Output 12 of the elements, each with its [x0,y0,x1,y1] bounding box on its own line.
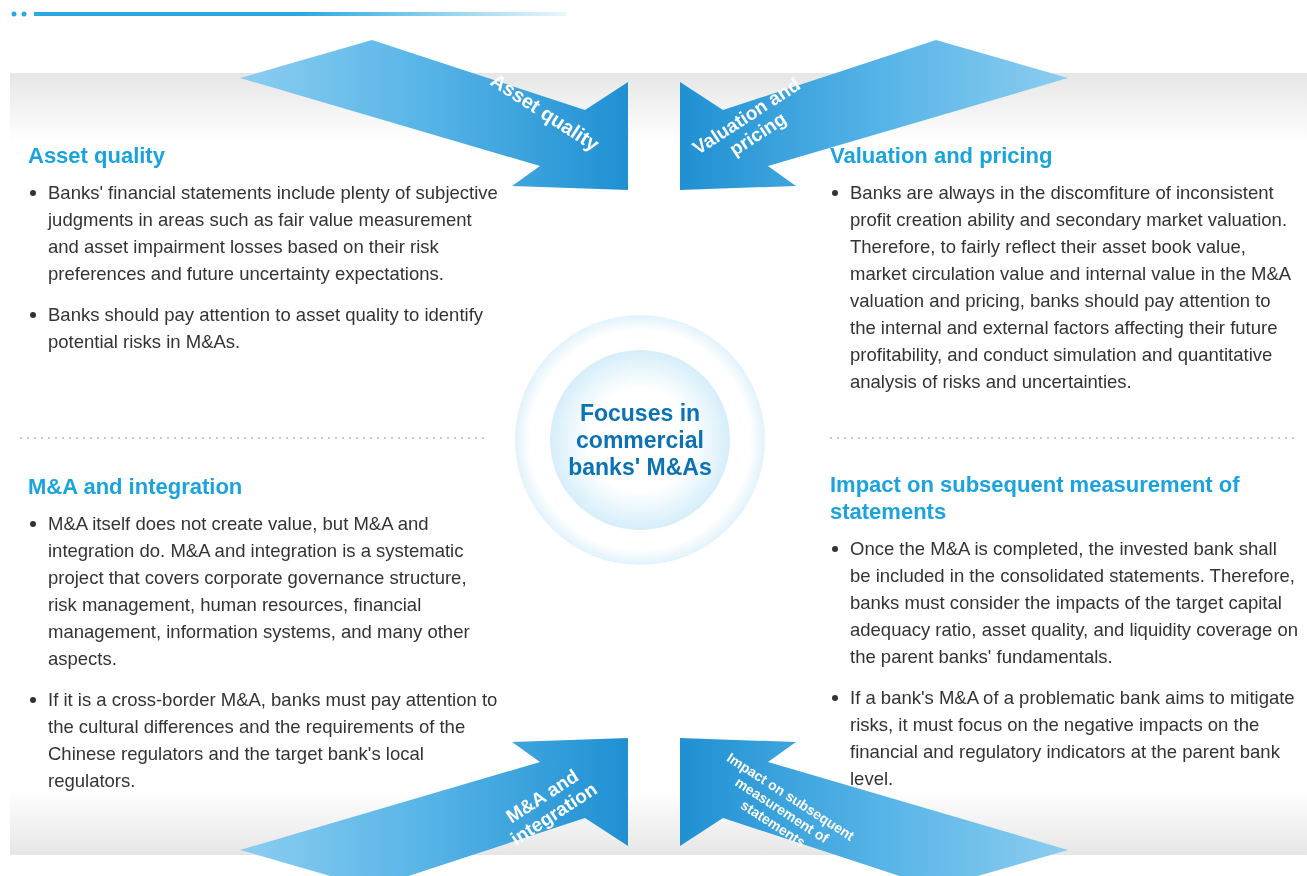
section-heading: Impact on subsequent measurement of statements [830,471,1241,525]
bullet-text: Banks are always in the discomfiture of inconsistent profit creation ability and secondary market valuation. Therefore, to fairly reflect their asset book value, market circulation value and internal value in the M&A valuation and pricing, banks should pay attention to the internal and external factors affecting their future profitability, and conduct simulation and quantitative analysis of risks and uncertainties. [850,182,1291,392]
bullet-text: Banks' financial statements include plenty of subjective judgments in areas such as fair value measurement and asset impairment losses based on their risk preferences and future uncertainty expectations. [48,182,498,284]
bullet-text: Banks should pay attention to asset quality to identify potential risks in M&As. [48,304,484,352]
center-label: Focuses in commercial banks' M&As [550,350,730,530]
section-heading: Asset quality [28,142,166,169]
bullet-text: If it is a cross-border M&A, banks must pay attention to the cultural differences and the requirements of the Chinese regulators and the target bank's local regulators. [48,689,498,791]
bullet-text: Once the M&A is completed, the invested bank shall be included in the consolidated statements. Therefore, banks must consider the impacts of the target capital adequacy ratio, asset quality, and liquidity coverage on the parent banks' fundamentals. [850,538,1299,667]
section-heading: M&A and integration [28,473,244,500]
section-heading: Valuation and pricing [830,142,1054,169]
bullet-text: If a bank's M&A of a problematic bank aims to mitigate risks, it must focus on the negative impacts on the financial and regulatory indicators at the parent bank level. [850,687,1295,789]
bullet-text: M&A itself does not create value, but M&A and integration do. M&A and integration is a systematic project that covers corporate governance structure, risk management, human resources, financial management, information systems, and many other aspects. [48,513,470,669]
